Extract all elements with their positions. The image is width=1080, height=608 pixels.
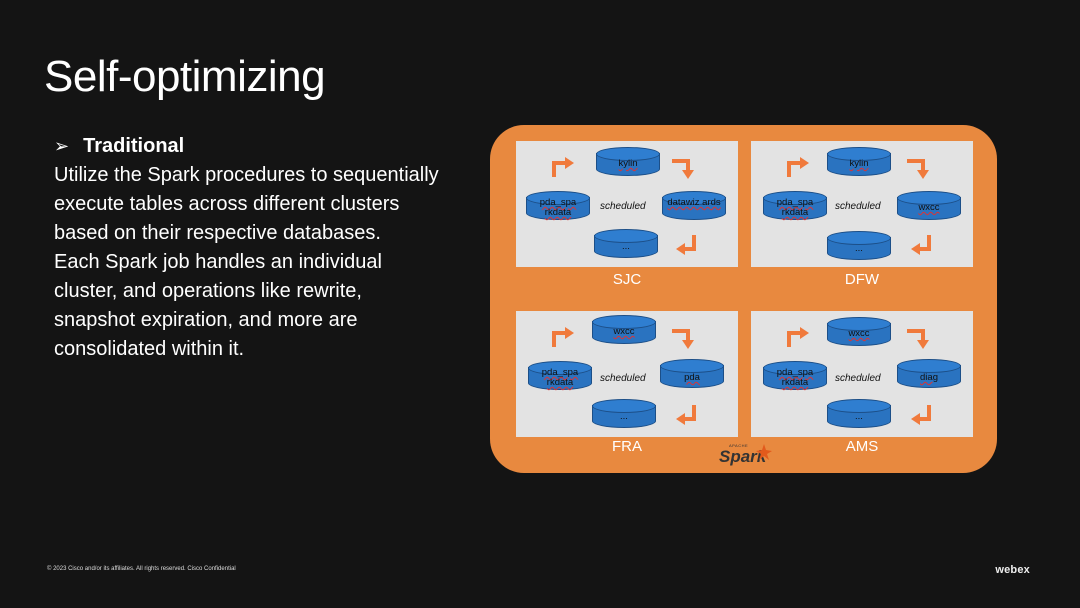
database-cylinder: pda_spa rkdata [763, 361, 827, 391]
bullet-block: ➢ Traditional Utilize the Spark procedur… [54, 132, 444, 364]
scheduled-label: scheduled [835, 201, 881, 212]
database-cylinder: kylin [827, 147, 891, 177]
database-cylinder: wxcc [827, 317, 891, 347]
database-cylinder: ... [827, 399, 891, 429]
paragraph-1: Utilize the Spark procedures to sequenti… [54, 164, 439, 244]
database-cylinder: pda_spa rkdata [526, 191, 590, 221]
scheduled-label: scheduled [600, 373, 646, 384]
database-cylinder: pda_spa rkdata [528, 361, 592, 391]
database-cylinder: wxcc [897, 191, 961, 221]
curved-arrow-icon [672, 159, 694, 179]
curved-arrow-icon [907, 159, 929, 179]
database-cylinder: diag [897, 359, 961, 389]
webex-logo: webex [995, 564, 1030, 576]
cluster-panel-ams: wxcc pda_spa rkdata diag ... scheduled [751, 311, 973, 437]
region-label-ams: AMS [845, 438, 879, 455]
spark-logo: APACHE Spark [717, 443, 777, 473]
curved-arrow-icon [552, 157, 574, 177]
cluster-panel-dfw: kylin pda_spa rkdata wxcc ... scheduled [751, 141, 973, 267]
database-cylinder: kylin [596, 147, 660, 177]
curved-arrow-icon [787, 327, 809, 347]
cluster-diagram: kylin pda_spa rkdata datawiz ards ... sc… [490, 125, 997, 473]
database-cylinder: ... [594, 229, 658, 259]
cluster-panel-sjc: kylin pda_spa rkdata datawiz ards ... sc… [516, 141, 738, 267]
cluster-panel-fra: wxcc pda_spa rkdata pda ... scheduled [516, 311, 738, 437]
spark-logo-word: Spark [719, 447, 767, 466]
slide-title: Self-optimizing [44, 52, 326, 101]
curved-arrow-icon [676, 235, 696, 255]
scheduled-label: scheduled [600, 201, 646, 212]
database-cylinder: pda [660, 359, 724, 389]
bullet-heading-text: Traditional [83, 135, 185, 157]
curved-arrow-icon [676, 405, 696, 425]
spark-logo-apache-text: APACHE [729, 443, 749, 448]
region-label-fra: FRA [612, 438, 642, 455]
arrow-bullet-icon: ➢ [54, 136, 70, 156]
scheduled-label: scheduled [835, 373, 881, 384]
curved-arrow-icon [907, 329, 929, 349]
curved-arrow-icon [552, 327, 574, 347]
region-label-sjc: SJC [612, 271, 642, 288]
database-cylinder: wxcc [592, 315, 656, 345]
spark-star-icon [756, 444, 772, 460]
database-cylinder: pda_spa rkdata [763, 191, 827, 221]
curved-arrow-icon [911, 235, 931, 255]
bullet-heading: ➢ Traditional [54, 132, 444, 161]
database-cylinder: ... [592, 399, 656, 429]
region-label-dfw: DFW [844, 271, 880, 288]
copyright-footer: © 2023 Cisco and/or its affiliates. All … [47, 566, 236, 572]
curved-arrow-icon [787, 157, 809, 177]
curved-arrow-icon [672, 329, 694, 349]
paragraph-2: Each Spark job handles an individual clu… [54, 251, 382, 360]
curved-arrow-icon [911, 405, 931, 425]
database-cylinder: datawiz ards [662, 191, 726, 221]
database-cylinder: ... [827, 231, 891, 261]
